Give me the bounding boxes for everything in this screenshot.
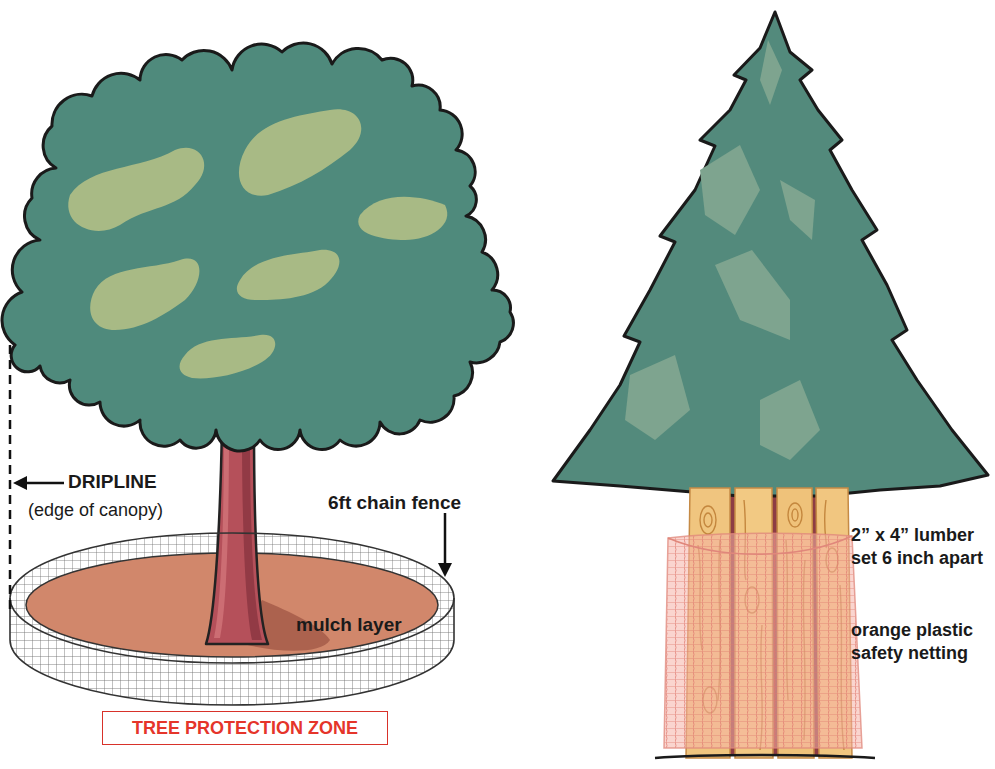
- fence-bottom-rim: [10, 640, 454, 705]
- canopy-highlight: [237, 250, 340, 300]
- spruce-highlight: [760, 40, 782, 105]
- safety-netting-mesh: [664, 533, 862, 748]
- canopy-highlight: [239, 109, 361, 195]
- ground-line: [655, 755, 875, 758]
- callout-label: 6ft chain fence: [328, 491, 498, 516]
- callout-label: 2” x 4” lumber set 6 inch apart: [851, 524, 994, 571]
- tree-trunk: [206, 425, 268, 644]
- wood-knot: [700, 506, 716, 534]
- spruce-highlight: [780, 180, 815, 240]
- spruce-highlights: [625, 40, 820, 460]
- spruce-highlight: [760, 380, 820, 460]
- zone-label-box: TREE PROTECTION ZONE: [102, 711, 388, 745]
- tree-canopy: [2, 43, 513, 451]
- spruce-highlight: [625, 355, 690, 440]
- canopy-highlight: [68, 148, 204, 231]
- wood-knot: [704, 513, 712, 527]
- canopy-highlight: [358, 197, 447, 240]
- canopy-highlight: [180, 335, 276, 379]
- fence-front: [10, 598, 454, 705]
- canopy-highlight: [90, 259, 199, 330]
- dripline: [9, 345, 12, 612]
- leader-line: [24, 482, 64, 485]
- wood-knot: [788, 503, 802, 527]
- spruce-highlight: [700, 145, 760, 235]
- callout-label: DRIPLINE: [68, 470, 188, 495]
- fence-sides: [10, 598, 454, 640]
- callout-label: mulch layer: [296, 613, 436, 638]
- spruce-canopy: [553, 12, 988, 496]
- callout-label: orange plastic safety netting: [851, 619, 994, 666]
- leader-line: [444, 513, 447, 566]
- fence-front-mesh: [10, 598, 454, 705]
- arrow-head: [438, 563, 452, 577]
- canopy-highlights: [68, 109, 447, 378]
- callout-label: (edge of canopy): [28, 499, 208, 522]
- netting-fold: [668, 536, 852, 554]
- trunk-light: [214, 430, 229, 638]
- zone-title: TREE PROTECTION ZONE: [132, 718, 358, 739]
- fence-top-rim: [10, 533, 454, 663]
- spruce-highlight: [715, 250, 790, 340]
- wood-knot: [792, 509, 798, 521]
- safety-netting: [664, 533, 862, 748]
- arrow-head: [13, 476, 27, 490]
